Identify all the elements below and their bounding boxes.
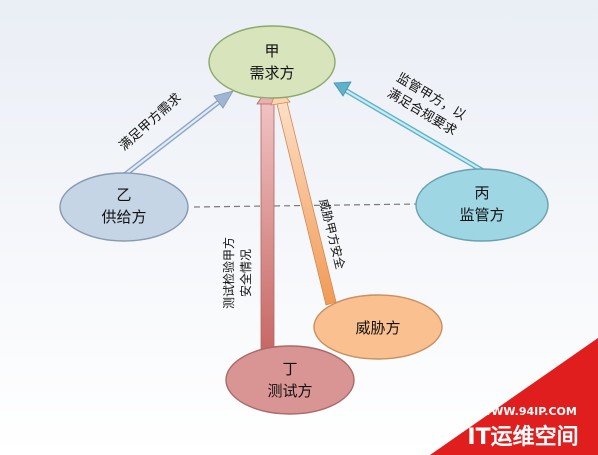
node-jia: 甲 需求方 — [208, 25, 336, 99]
watermark-name: IT运维空间 — [467, 424, 578, 450]
node-yi-line1: 乙 — [116, 186, 131, 204]
node-jia-line2: 需求方 — [249, 64, 294, 82]
node-yi-line2: 供给方 — [101, 208, 146, 226]
node-bing: 丙 监管方 — [415, 168, 549, 242]
node-threat: 威胁方 — [313, 294, 443, 360]
edge-label-ding-line2: 安全情况 — [238, 249, 253, 297]
arrow-ding-to-jia — [256, 87, 279, 357]
watermark-url: WWW.94IP.COM — [479, 405, 577, 418]
node-jia-line1: 甲 — [264, 42, 279, 60]
node-bing-line2: 监管方 — [459, 206, 504, 224]
arrow-yi-to-jia — [115, 90, 234, 183]
node-yi: 乙 供给方 — [59, 172, 189, 242]
node-bing-line1: 丙 — [474, 184, 489, 202]
watermark: WWW.94IP.COM IT运维空间 — [430, 338, 598, 455]
node-threat-label: 威胁方 — [355, 319, 400, 337]
watermark-triangle — [430, 338, 598, 455]
edge-label-ding-line1: 测试检验甲方 — [221, 237, 236, 309]
arrow-bing-to-jia — [333, 81, 488, 175]
node-ding-line2: 测试方 — [267, 382, 312, 400]
node-ding: 丁 测试方 — [225, 345, 355, 415]
edge-label-ding-to-jia: 测试检验甲方 安全情况 — [221, 237, 253, 309]
node-ding-line1: 丁 — [282, 360, 297, 378]
